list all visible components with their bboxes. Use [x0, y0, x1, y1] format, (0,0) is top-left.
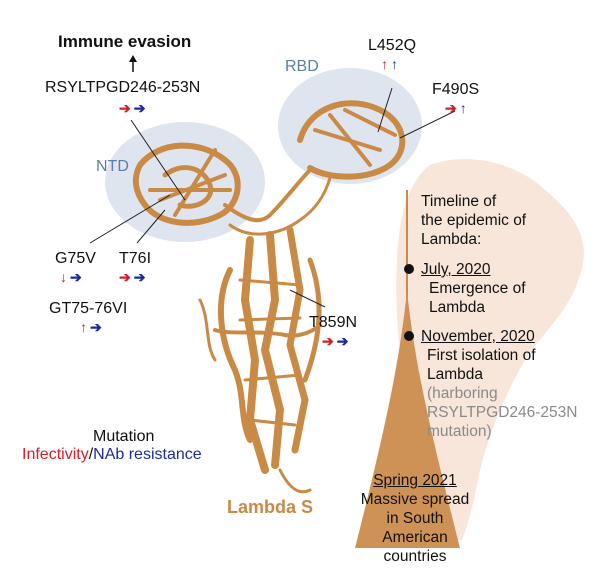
- mutation-f490s: F490S: [432, 81, 480, 98]
- timeline-dot-july: [404, 264, 414, 274]
- g75v-arrows: ↓➔: [60, 270, 85, 284]
- t76i-arrows: ➔➔: [119, 270, 148, 284]
- mutation-t859n: T859N: [309, 314, 358, 331]
- timeline-heading-line: Lambda:: [421, 231, 482, 248]
- final-line: in South American: [382, 510, 448, 546]
- mutation-rsyltpgd: RSYLTPGD246-253N: [45, 79, 201, 96]
- pointer-lines: [89, 87, 456, 308]
- event-note-line: mutation): [427, 423, 492, 440]
- timeline-graphic: [355, 190, 460, 548]
- f490s-arrows: ➔↑: [445, 101, 470, 115]
- timeline-event-july: July, 2020 Emergence of Lambda: [421, 260, 526, 317]
- lambda-s-protein-structure: [132, 100, 406, 494]
- timeline-heading-line: the epidemic of: [421, 212, 527, 229]
- event-note-line: (harboring: [427, 385, 498, 402]
- final-line: countries: [383, 548, 447, 565]
- event-date: July, 2020: [421, 261, 491, 278]
- immune-evasion-title: Immune evasion: [58, 32, 192, 51]
- nab-right-arrow-icon: ➔: [70, 269, 85, 285]
- timeline-dot-november: [404, 331, 414, 341]
- legend-title: Mutation: [93, 428, 155, 445]
- nab-up-arrow-icon: ↑: [459, 100, 470, 116]
- infectivity-right-arrow-icon: ➔: [445, 100, 460, 116]
- infectivity-right-arrow-icon: ➔: [119, 269, 134, 285]
- infectivity-right-arrow-icon: ➔: [119, 100, 134, 116]
- ntd-label: NTD: [96, 158, 129, 175]
- mutation-g75v: G75V: [55, 250, 96, 267]
- legend-key: Infectivity/NAb resistance: [22, 446, 202, 464]
- event-line: Lambda: [429, 299, 486, 316]
- nab-right-arrow-icon: ➔: [133, 269, 149, 285]
- timeline-event-november: November, 2020 First isolation of Lambda…: [421, 327, 577, 441]
- timeline-heading: Timeline of the epidemic of Lambda:: [421, 192, 526, 249]
- gt75-76vi-arrows: ↑➔: [80, 320, 105, 334]
- timeline-final: Spring 2021 Massive spread in South Amer…: [356, 471, 474, 566]
- t859n-arrows: ➔➔: [322, 334, 351, 348]
- rbd-domain-ellipse: [278, 68, 422, 184]
- immune-evasion-arrow: [129, 55, 137, 72]
- final-date: Spring 2021: [373, 472, 457, 489]
- rbd-label: RBD: [285, 58, 319, 75]
- legend-infectivity: Infectivity: [22, 446, 89, 463]
- rsyltpgd-arrows: ➔➔: [119, 101, 148, 115]
- nab-right-arrow-icon: ➔: [133, 100, 149, 116]
- south-america-map: [396, 159, 584, 540]
- mutation-l452q: L452Q: [368, 37, 417, 54]
- mutation-t76i: T76I: [119, 250, 152, 267]
- mutation-gt75-76vi: GT75-76VI: [49, 300, 128, 317]
- nab-right-arrow-icon: ➔: [336, 333, 352, 349]
- infectivity-up-arrow-icon: ↑: [80, 319, 90, 335]
- infectivity-up-arrow-icon: ↑: [381, 56, 391, 72]
- infectivity-down-arrow-icon: ↓: [60, 269, 70, 285]
- event-line: First isolation of: [427, 347, 536, 364]
- nab-up-arrow-icon: ↑: [391, 56, 401, 72]
- timeline-cone: [355, 290, 460, 548]
- event-line: Lambda: [427, 366, 484, 383]
- nab-right-arrow-icon: ➔: [90, 319, 105, 335]
- timeline-heading-line: Timeline of: [421, 193, 497, 210]
- legend-nab-resistance: NAb resistance: [93, 446, 202, 463]
- legend-separator: /: [88, 446, 94, 463]
- final-line: Massive spread: [360, 491, 470, 508]
- event-note-line: RSYLTPGD246-253N: [427, 404, 578, 421]
- event-line: Emergence of: [429, 280, 526, 297]
- protein-label: Lambda S: [227, 497, 314, 517]
- event-date: November, 2020: [421, 328, 535, 345]
- infectivity-right-arrow-icon: ➔: [322, 333, 337, 349]
- l452q-arrows: ↑↑: [381, 57, 401, 71]
